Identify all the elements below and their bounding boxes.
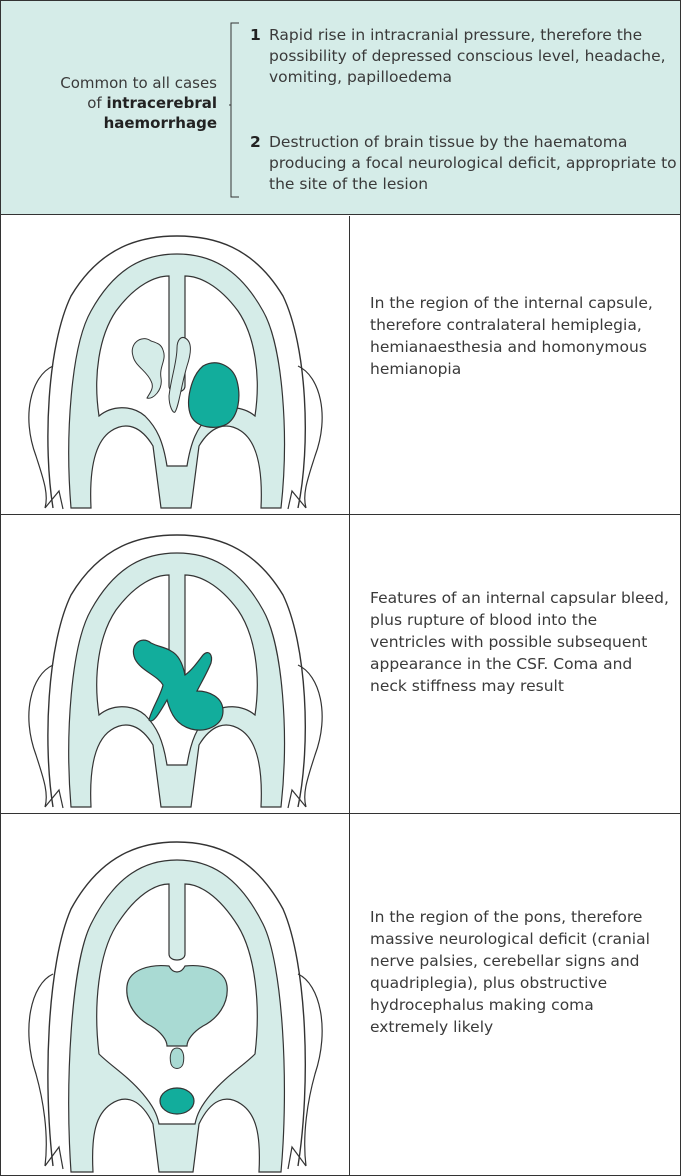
haemorrhage-internal-capsule [189,363,239,427]
row-internal-capsule: In the region of the internal capsule, t… [1,216,680,515]
header-intro: Common to all cases of intracerebral hae… [21,73,217,133]
intro-line-3-bold: haemorrhage [104,114,217,132]
item-text: Rapid rise in intracranial pressure, the… [269,25,679,88]
item-number: 2 [250,132,261,153]
brain-illustration-internal-capsule [1,216,350,514]
intro-line-2-bold: intracerebral [106,94,217,112]
brain-illustration-pons [1,814,350,1175]
item-text: Destruction of brain tissue by the haema… [269,132,679,195]
item-number: 1 [250,25,261,46]
haemorrhage-pons [160,1088,194,1114]
header-item-2: 2 Destruction of brain tissue by the hae… [250,132,679,195]
description-pons: In the region of the pons, therefore mas… [370,906,670,1038]
header-item-1: 1 Rapid rise in intracranial pressure, t… [250,25,679,88]
intro-line-1: Common to all cases [21,73,217,93]
intro-line-2-prefix: of [87,94,101,112]
brain-illustration-intraventricular [1,515,350,813]
header-panel: Common to all cases of intracerebral hae… [1,1,680,215]
description-intraventricular: Features of an internal capsular bleed, … [370,587,670,697]
bracket-icon [229,21,245,201]
row-pons: In the region of the pons, therefore mas… [1,814,680,1175]
row-intraventricular: Features of an internal capsular bleed, … [1,515,680,814]
description-internal-capsule: In the region of the internal capsule, t… [370,292,670,380]
